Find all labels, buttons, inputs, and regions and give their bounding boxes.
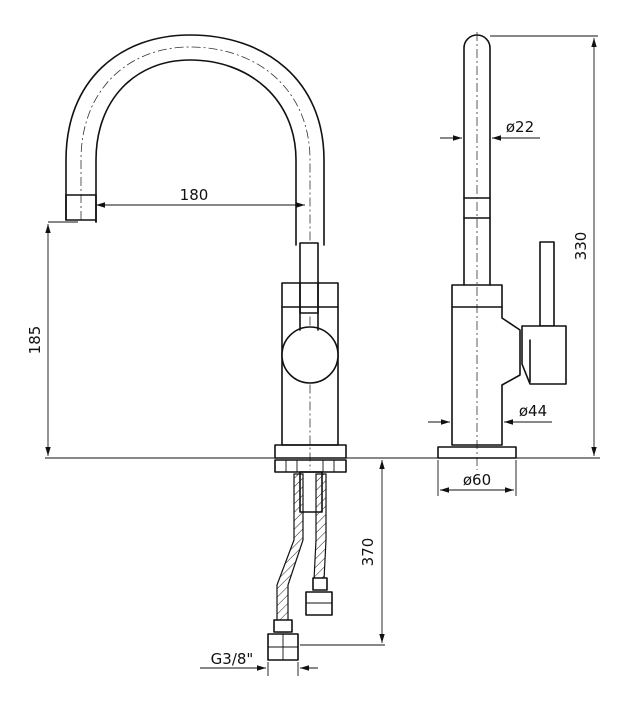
dim-spout-reach: 180 xyxy=(180,186,209,204)
handle-lever xyxy=(299,242,319,314)
side-view xyxy=(437,32,567,470)
dim-spout-diameter: ø22 xyxy=(506,118,534,136)
side-handle-block xyxy=(521,325,567,385)
side-base xyxy=(437,446,517,459)
supply-hose-left xyxy=(276,473,304,633)
spout-inner xyxy=(95,59,297,246)
dim-connection-thread: G3/8" xyxy=(211,650,254,668)
faucet-base xyxy=(274,444,347,459)
supply-hose-right xyxy=(313,473,327,581)
dim-base-diameter: ø60 xyxy=(463,471,491,489)
dim-body-diameter: ø44 xyxy=(519,402,547,420)
side-handle-lever xyxy=(539,241,555,327)
side-dimensions: 330 ø22 ø44 ø60 xyxy=(428,35,598,496)
spout-centerline xyxy=(80,46,311,470)
spout-outer xyxy=(65,34,325,246)
front-dimensions: 180 185 370 G3/8" xyxy=(26,186,385,676)
front-view xyxy=(65,34,347,661)
handle-knob xyxy=(281,326,339,384)
dim-total-height: 330 xyxy=(572,232,590,261)
dim-spout-height: 185 xyxy=(26,326,44,355)
spout-tip xyxy=(65,194,97,223)
dim-hose-length: 370 xyxy=(359,538,377,567)
side-body xyxy=(451,284,521,446)
